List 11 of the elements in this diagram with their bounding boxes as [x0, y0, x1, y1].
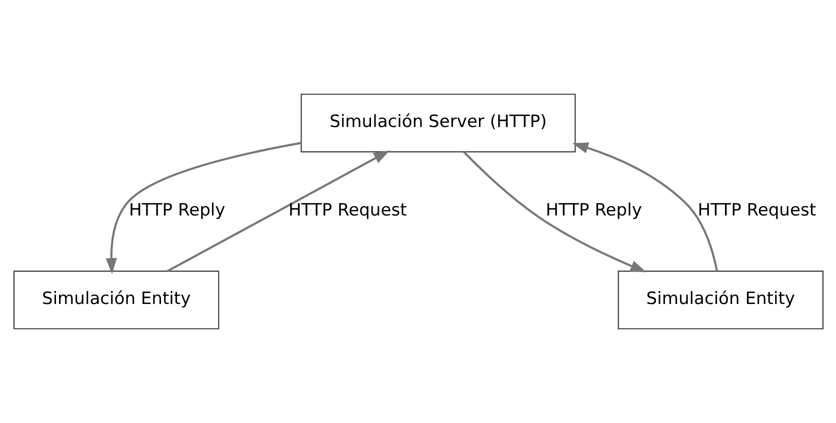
node-box: Simulación Entity [617, 270, 823, 330]
arrow [462, 151, 646, 272]
node-box: Simulación Server (HTTP) [300, 94, 576, 152]
edge-label: HTTP Reply [128, 200, 225, 221]
edge-label: HTTP Reply [545, 200, 642, 221]
arrow [105, 142, 301, 274]
arrow [572, 142, 718, 272]
node-box: Simulación Entity [13, 270, 219, 330]
edge-label: HTTP Request [288, 200, 406, 221]
edge-label: HTTP Request [697, 200, 816, 221]
arrow [166, 150, 390, 272]
